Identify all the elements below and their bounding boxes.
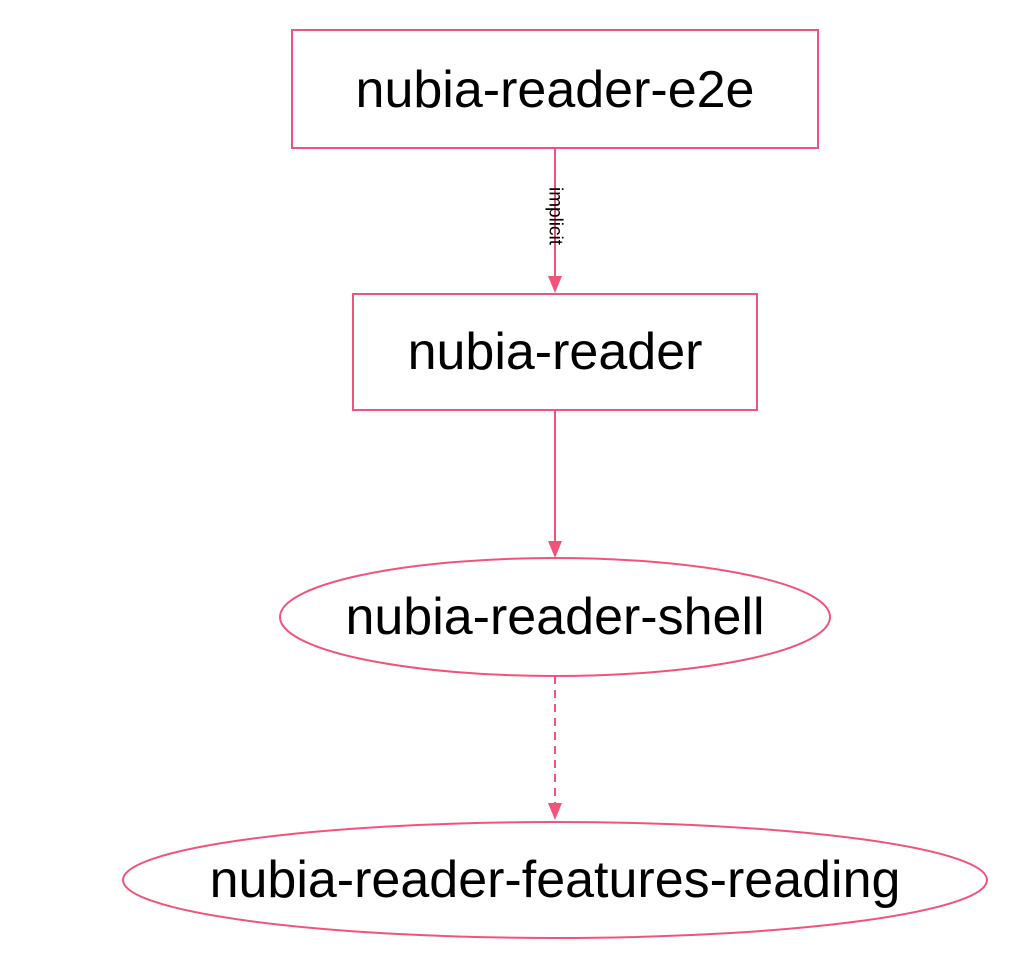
node-ellipse: [122, 821, 988, 939]
node-nubia-reader-e2e[interactable]: nubia-reader-e2e: [291, 29, 819, 149]
node-label: nubia-reader-e2e: [356, 61, 755, 119]
edge-reader-to-shell: [548, 410, 562, 558]
node-label: nubia-reader-features-reading: [210, 851, 901, 909]
arrowhead-icon: [548, 541, 562, 558]
edge-label-implicit: implicit: [545, 187, 566, 246]
node-label: nubia-reader: [408, 323, 703, 381]
arrowhead-icon: [548, 803, 562, 820]
node-nubia-reader[interactable]: nubia-reader: [352, 293, 758, 411]
edge-shell-to-features: [548, 676, 562, 820]
node-box: [352, 293, 758, 411]
node-box: [291, 29, 819, 149]
arrowhead-icon: [548, 276, 562, 293]
node-ellipse: [279, 557, 831, 677]
node-nubia-reader-shell[interactable]: nubia-reader-shell: [279, 557, 831, 677]
node-label: nubia-reader-shell: [345, 588, 764, 646]
edge-e2e-to-reader: implicit: [545, 148, 566, 293]
node-nubia-reader-features-reading[interactable]: nubia-reader-features-reading: [122, 821, 988, 939]
